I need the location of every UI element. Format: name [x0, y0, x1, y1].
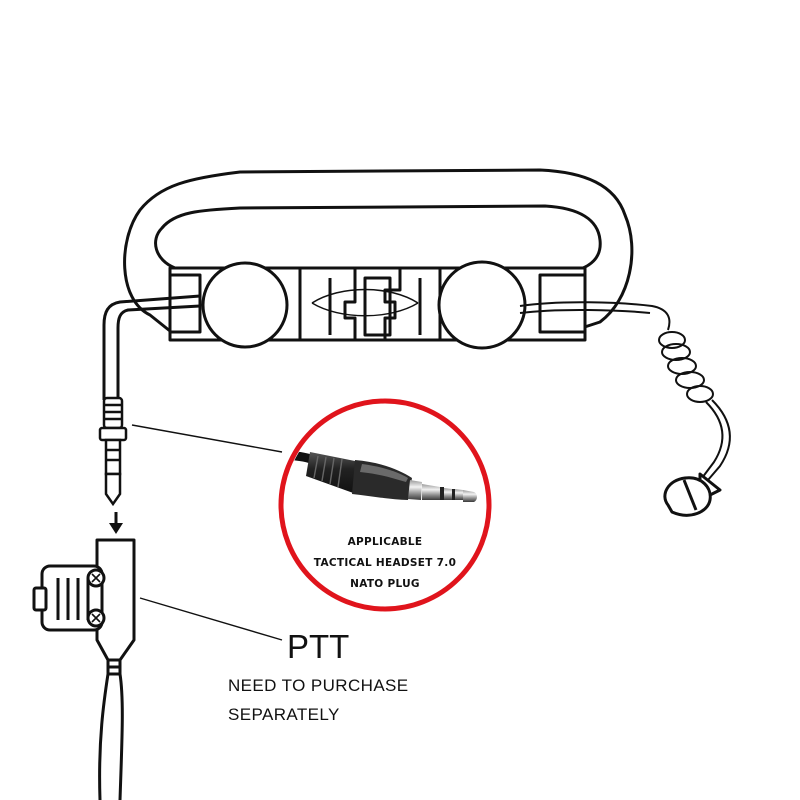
headset-nato-plug: [98, 396, 128, 507]
ptt-title: PTT: [287, 628, 350, 665]
ptt-cable: [98, 673, 124, 800]
callout-text-line2: TACTICAL HEADSET 7.0: [313, 557, 457, 569]
ptt-note-line1: NEED TO PURCHASE: [228, 676, 409, 695]
connect-arrow: [109, 512, 123, 534]
nato-plug-photo: [284, 451, 477, 502]
headset-cable: [102, 294, 201, 400]
ear-cup-left: [201, 261, 289, 349]
callout-leader-ptt: [139, 597, 283, 641]
ptt-note-line2: SEPARATELY: [228, 705, 340, 724]
ear-cup-right: [437, 260, 527, 350]
callout-leader-plug: [131, 424, 283, 453]
connector-wire: [311, 288, 419, 304]
callout-ring: [278, 398, 492, 612]
callout-text-line1: APPLICABLE: [347, 536, 423, 548]
earpiece: [663, 472, 722, 517]
ptt-device: [32, 538, 136, 676]
callout-text-line3: NATO PLUG: [350, 578, 420, 590]
acoustic-tube: [519, 301, 731, 481]
